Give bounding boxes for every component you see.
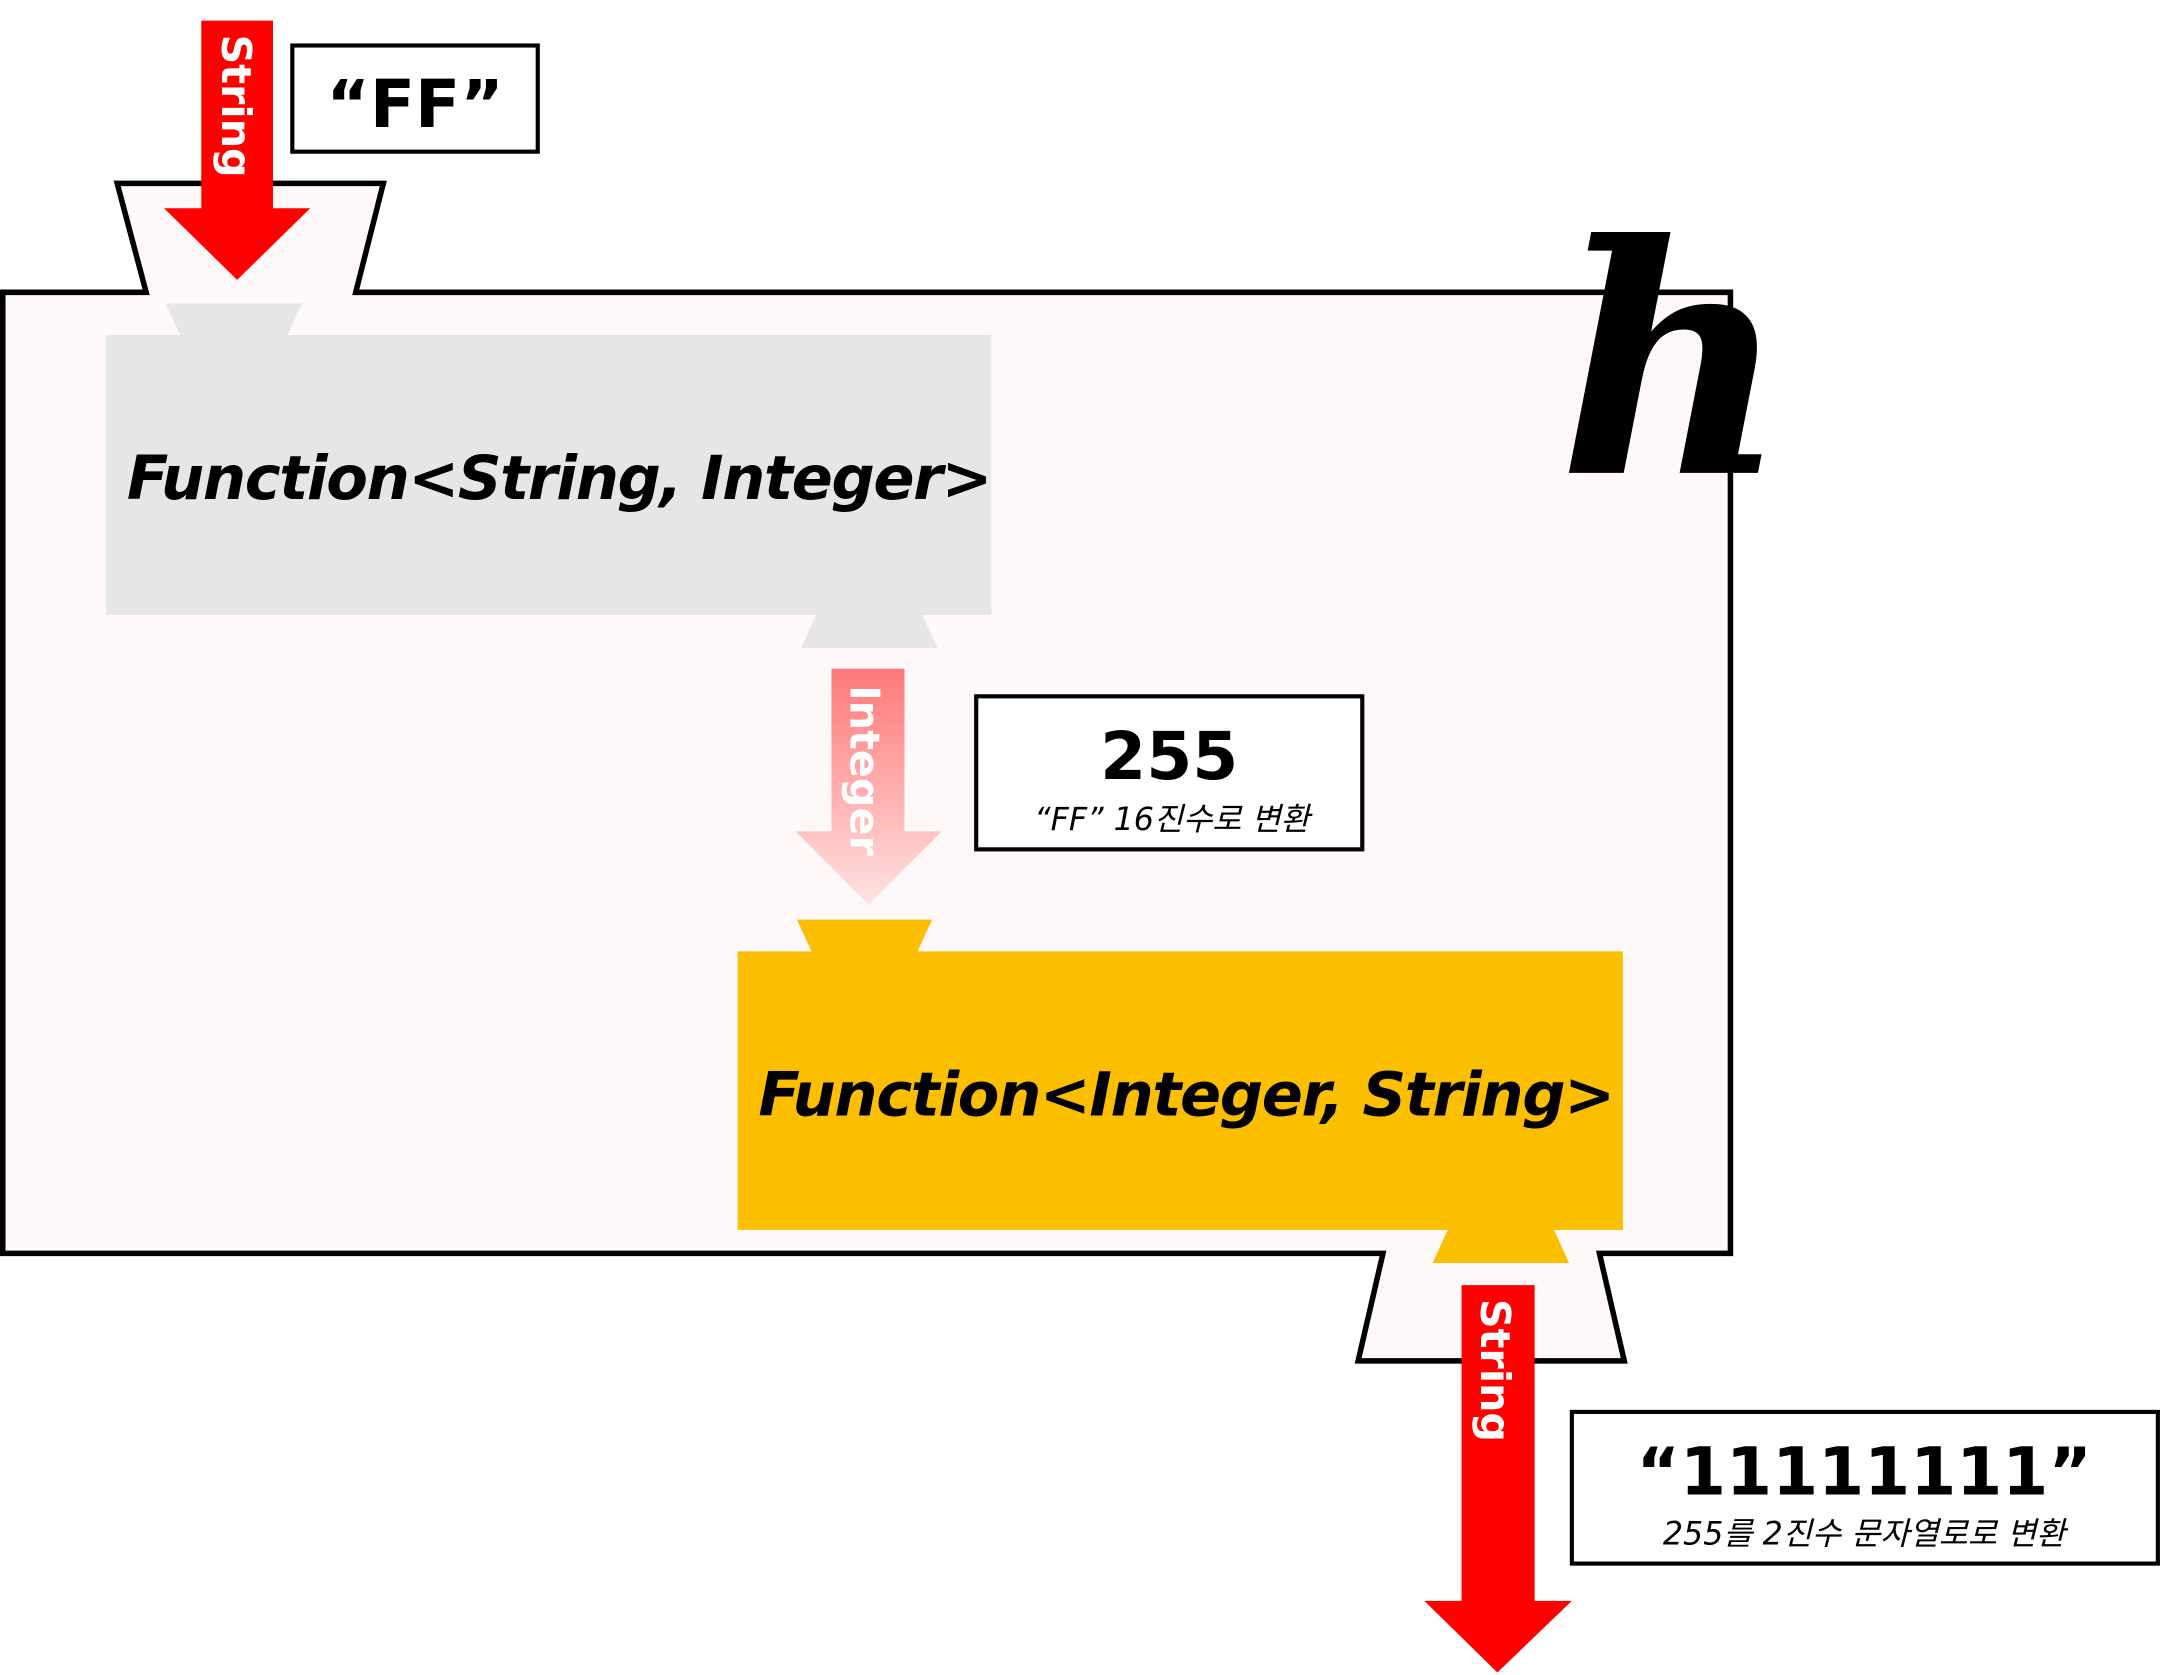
stage2-block bbox=[737, 951, 1623, 1230]
intermediate-type-label: Integer bbox=[841, 685, 889, 856]
input-value-box bbox=[290, 43, 540, 154]
stage2-input-notch bbox=[796, 919, 933, 953]
stage2-label: Function<Integer, String> bbox=[758, 1060, 1613, 1130]
input-type-label: String bbox=[212, 34, 260, 177]
function-name-h: h bbox=[1558, 175, 1789, 548]
stage1-block bbox=[106, 335, 992, 615]
output-value-box bbox=[1569, 1409, 2160, 1566]
input-value: “FF” bbox=[326, 66, 503, 143]
output-value: “11111111” bbox=[1637, 1434, 2092, 1511]
stage1-label: Function<String, Integer> bbox=[127, 444, 991, 514]
output-type-label: String bbox=[1471, 1299, 1519, 1442]
intermediate-value-box bbox=[974, 694, 1365, 852]
output-note: 255를 2진수 문자열로로 변환 bbox=[1663, 1516, 2069, 1552]
stage1-output-notch bbox=[801, 614, 938, 649]
intermediate-value: 255 bbox=[1100, 718, 1238, 795]
stage2-output-notch bbox=[1432, 1229, 1570, 1264]
input-arrow bbox=[164, 20, 311, 280]
intermediate-note: “FF” 16진수로 변환 bbox=[1034, 802, 1313, 838]
intermediate-arrow bbox=[795, 668, 942, 905]
stage1-input-notch bbox=[165, 303, 302, 337]
output-arrow bbox=[1424, 1285, 1572, 1673]
